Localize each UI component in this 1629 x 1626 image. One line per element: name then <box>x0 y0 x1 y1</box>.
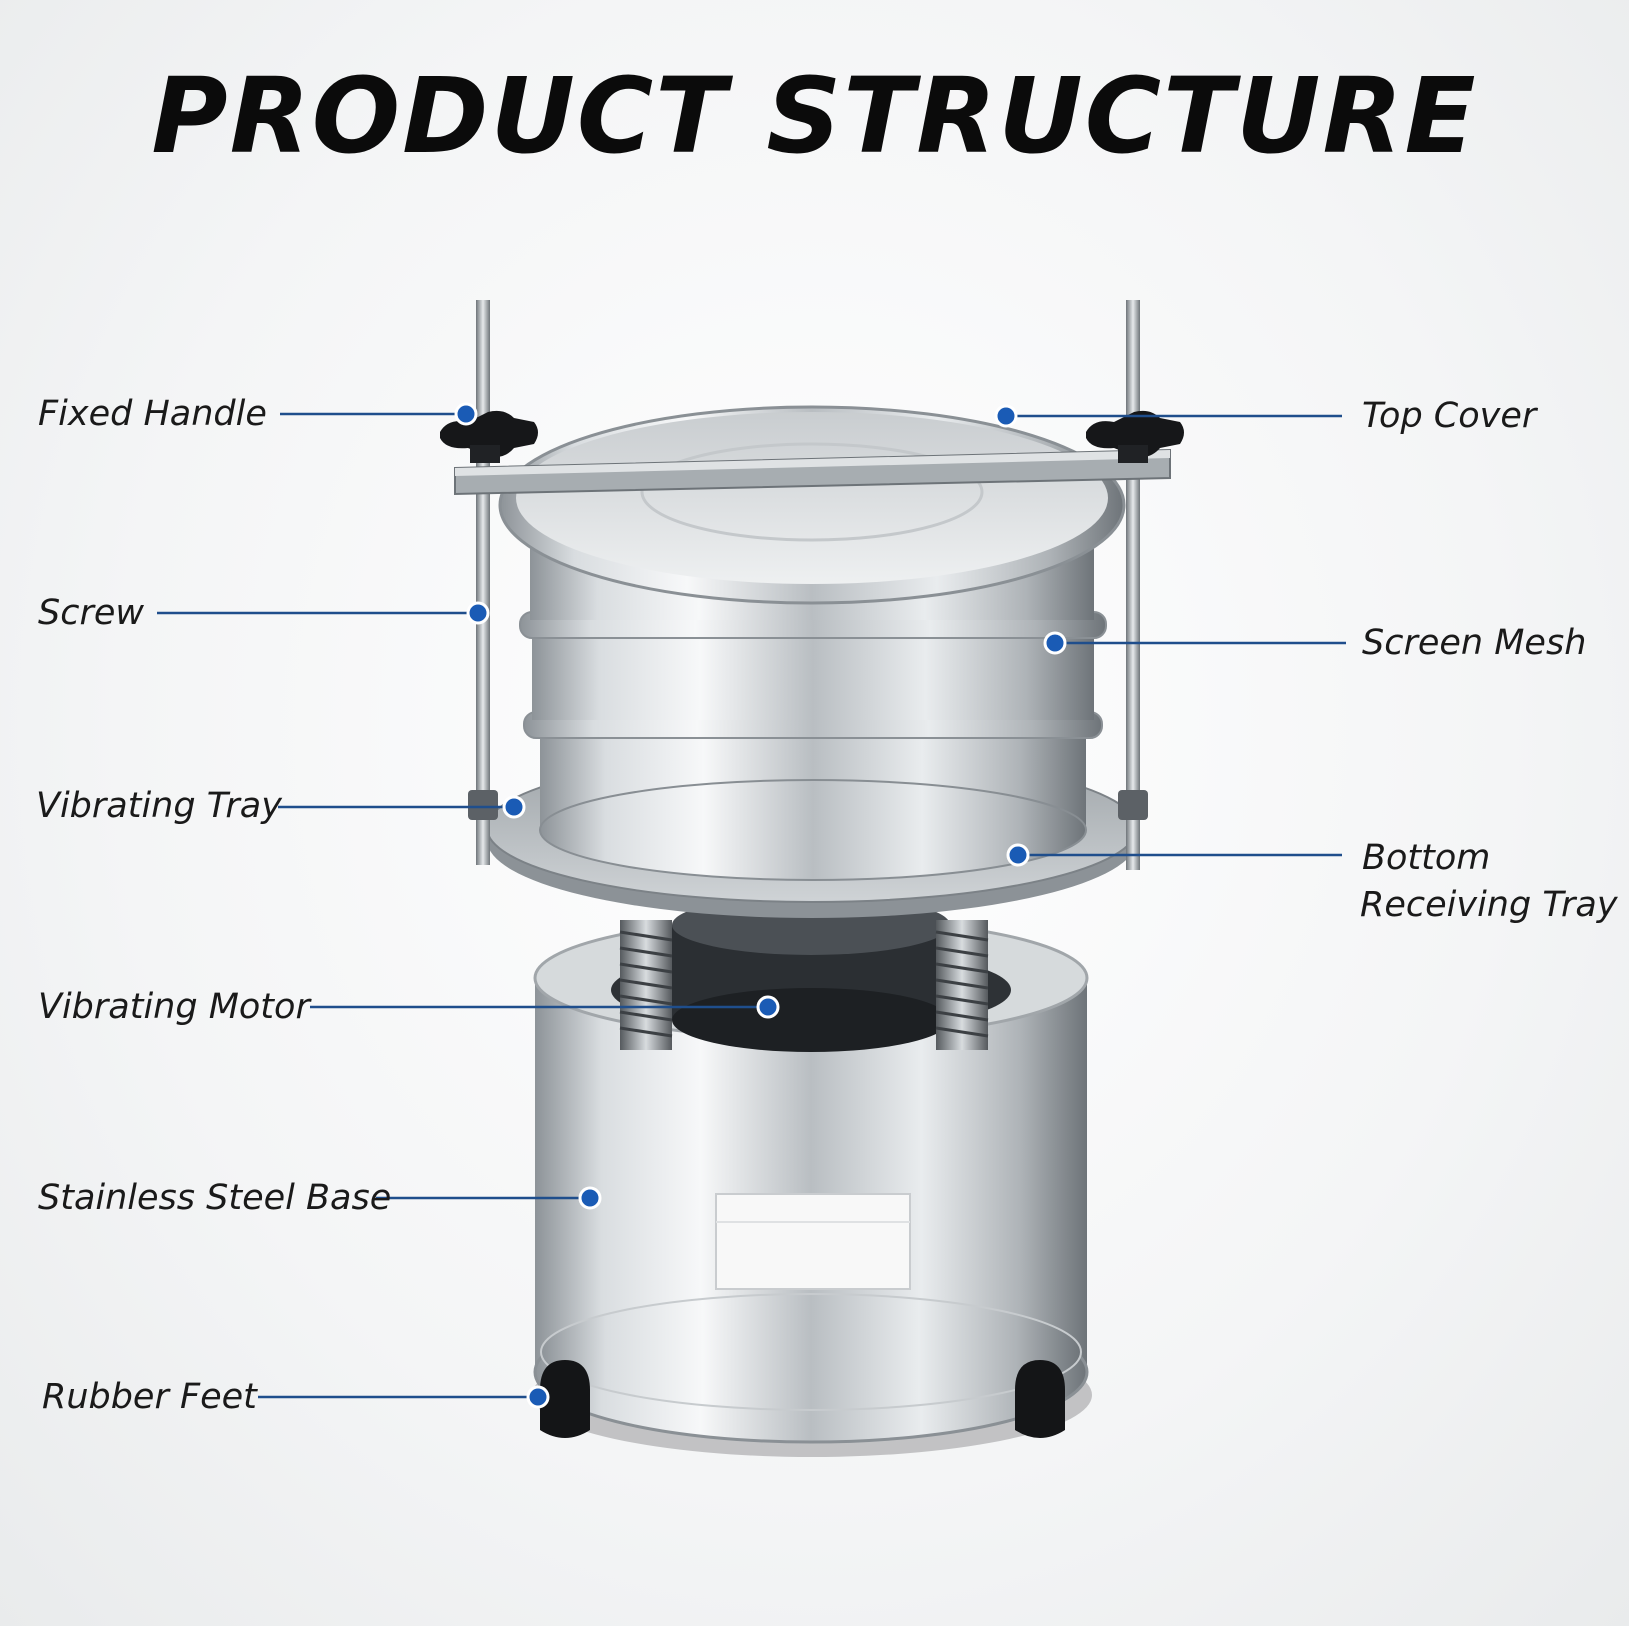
callout-dot-bottom-receiving-tray <box>1006 843 1030 867</box>
label-bottom-receiving-tray-line1: Bottom <box>1362 838 1491 878</box>
callout-dot-stainless-steel-base <box>578 1186 602 1210</box>
label-screw: Screw <box>38 593 145 633</box>
springs-shape <box>619 920 989 1050</box>
label-rubber-feet: Rubber Feet <box>42 1377 257 1417</box>
label-vibrating-tray: Vibrating Tray <box>36 786 282 826</box>
leader-lines <box>157 412 1346 1399</box>
top-crossbar-shape <box>454 448 1171 496</box>
callout-dot-vibrating-motor <box>756 995 780 1019</box>
label-stainless-steel-base: Stainless Steel Base <box>38 1178 392 1218</box>
callout-dots <box>454 402 1067 1409</box>
vibrating-motor-shape <box>672 895 950 1052</box>
page-title: PRODUCT STRUCTURE <box>151 55 1478 177</box>
callout-dot-screen-mesh <box>1043 631 1067 655</box>
callout-dot-fixed-handle <box>454 402 478 426</box>
callout-dot-vibrating-tray <box>502 795 526 819</box>
rubber-feet-shape <box>540 1360 1065 1438</box>
label-vibrating-motor: Vibrating Motor <box>38 987 310 1027</box>
callout-dot-rubber-feet <box>526 1385 550 1409</box>
label-top-cover: Top Cover <box>1362 396 1537 436</box>
callout-dot-screw <box>466 601 490 625</box>
label-screen-mesh: Screen Mesh <box>1362 623 1587 663</box>
callout-dot-top-cover <box>994 404 1018 428</box>
label-fixed-handle: Fixed Handle <box>38 394 267 434</box>
label-bottom-receiving-tray-line2: Receiving Tray <box>1360 885 1618 925</box>
